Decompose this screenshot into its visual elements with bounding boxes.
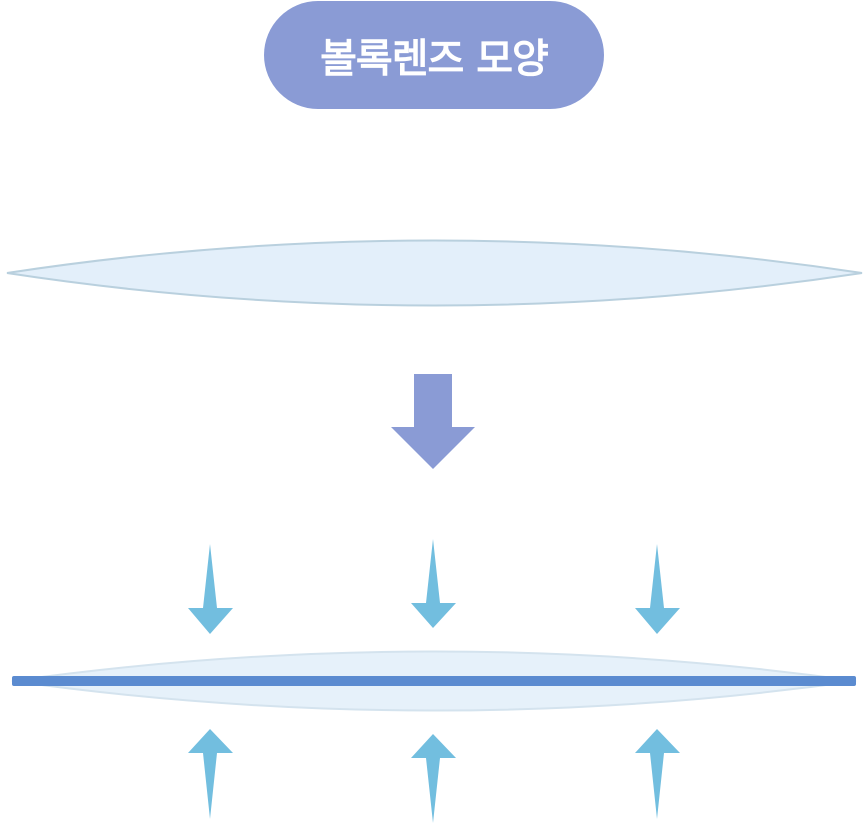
arrow-down-icon — [635, 544, 680, 634]
down-arrow-icon — [391, 374, 475, 469]
flattened-lens-line — [12, 676, 856, 686]
arrow-up-icon — [635, 729, 680, 819]
title-badge: 볼록렌즈 모양 — [264, 1, 604, 109]
arrow-up-icon — [188, 729, 233, 819]
arrow-down-icon — [188, 544, 233, 634]
arrow-down-icon — [411, 539, 456, 628]
arrow-up-icon — [411, 734, 456, 823]
convex-lens — [6, 239, 863, 307]
